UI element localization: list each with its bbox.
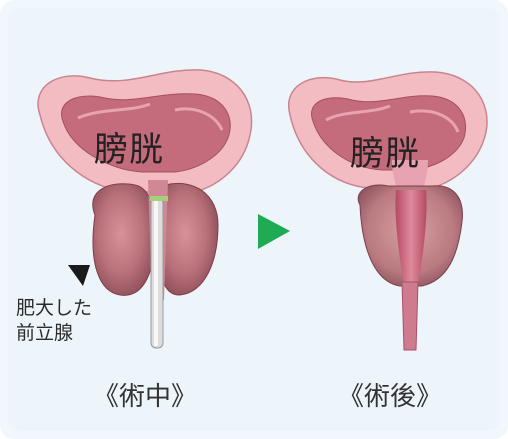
resectoscope-tip: [150, 196, 168, 201]
play-arrow-icon: [258, 214, 290, 249]
annotation-line-2: 前立腺: [16, 321, 92, 346]
before-prostate-left-lobe: [93, 184, 156, 296]
pointer-triangle-icon: [68, 265, 90, 286]
after-bladder-label: 膀胱: [350, 126, 420, 175]
resectoscope-highlight: [154, 198, 158, 346]
before-bladder-label: 膀胱: [94, 122, 164, 171]
annotation-line-1: 肥大した: [16, 296, 92, 321]
enlarged-prostate-annotation: 肥大した 前立腺: [16, 296, 92, 346]
before-caption: 《術中》: [93, 376, 197, 413]
after-urethra: [402, 282, 418, 350]
after-caption: 《術後》: [338, 376, 442, 413]
after-illustration: [289, 72, 487, 350]
